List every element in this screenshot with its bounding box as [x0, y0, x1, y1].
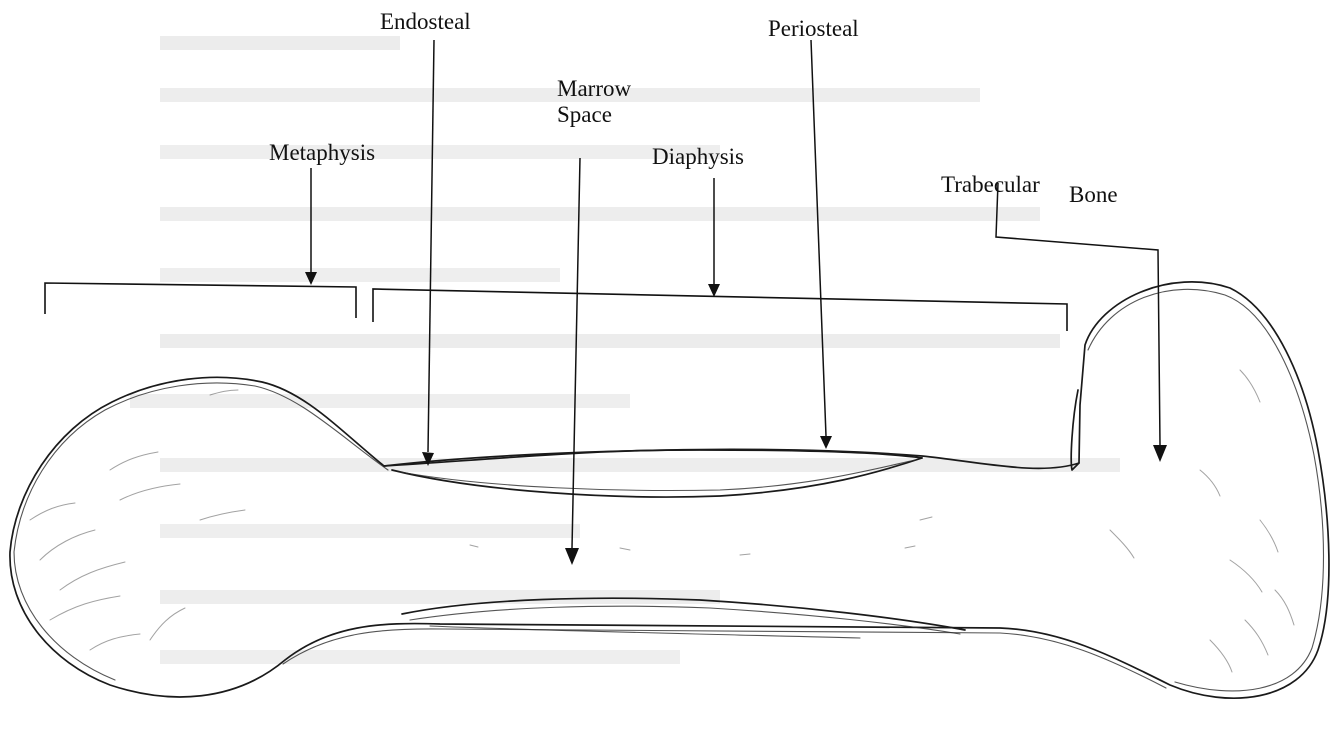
diaphysis-bracket [373, 178, 1067, 331]
marrow-space-label-line1: Marrow [557, 76, 631, 101]
metaphysis-bracket [45, 168, 356, 318]
trabecular-bone-pointer [996, 183, 1167, 462]
marrow-space-label-line2: Space [557, 102, 612, 127]
diaphysis-label: Diaphysis [652, 144, 744, 169]
trabecular-label-line1: Trabecular [941, 172, 1040, 197]
show-through-text [130, 36, 1120, 664]
metaphysis-label: Metaphysis [269, 140, 375, 165]
periosteal-label: Periosteal [768, 16, 859, 41]
trabecular-label-line2: Bone [1069, 182, 1118, 207]
endosteal-label: Endosteal [380, 9, 471, 34]
